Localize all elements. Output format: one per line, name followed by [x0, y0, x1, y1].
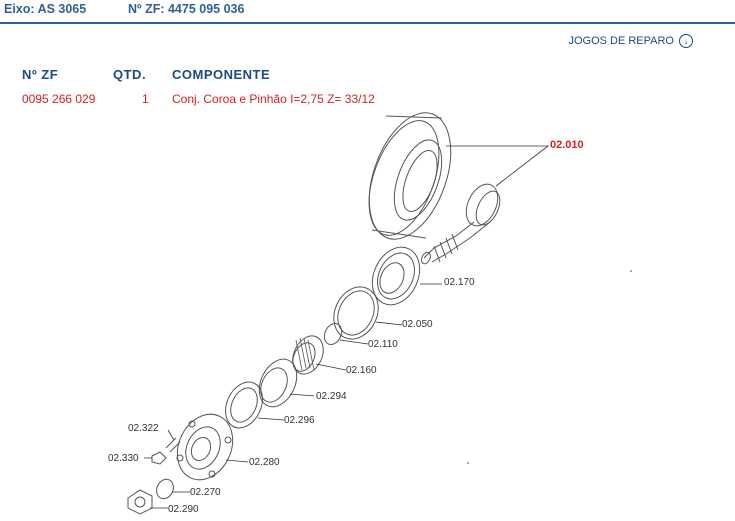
part-label-02-110[interactable]: 02.110: [368, 339, 398, 350]
nut-290-drawing: [127, 489, 153, 515]
part-label-02-280[interactable]: 02.280: [249, 457, 280, 468]
bearing-170-drawing: [371, 246, 421, 306]
part-label-02-010[interactable]: 02.010: [550, 139, 584, 151]
repair-kits-label: JOGOS DE REPARO: [568, 35, 674, 47]
arrow-down-circle-icon: ↓: [679, 34, 693, 48]
bolt-322-drawing: [165, 437, 181, 453]
column-header-zf: Nº ZF: [22, 67, 59, 82]
part-label-02-330[interactable]: 02.330: [108, 453, 139, 464]
part-label-02-290[interactable]: 02.290: [168, 504, 199, 515]
part-label-02-296[interactable]: 02.296: [284, 415, 315, 426]
component-cell[interactable]: Conj. Coroa e Pinhão I=2,75 Z= 33/12: [172, 92, 375, 106]
part-label-02-050[interactable]: 02.050: [402, 319, 433, 330]
ring-050-drawing: [333, 286, 379, 340]
seal-296-drawing: [225, 381, 263, 429]
bearing-160-drawing: [292, 335, 324, 375]
quantity-cell: 1: [142, 92, 149, 106]
washer-270-drawing: [156, 478, 174, 500]
zf-number-label: Nº ZF: 4475 095 036: [128, 2, 245, 16]
part-label-02-170[interactable]: 02.170: [444, 277, 475, 288]
header-divider: [0, 22, 735, 24]
cup-294-drawing: [258, 358, 298, 408]
repair-kits-link[interactable]: JOGOS DE REPARO ↓: [568, 34, 693, 48]
axle-label: Eixo: AS 3065: [4, 2, 87, 16]
part-number-cell[interactable]: 0095 266 029: [22, 92, 96, 106]
column-header-qty: QTD.: [113, 67, 147, 82]
part-label-02-270[interactable]: 02.270: [190, 487, 221, 498]
column-header-component: COMPONENTE: [172, 67, 271, 82]
part-label-02-322[interactable]: 02.322: [128, 423, 159, 434]
nut-330-drawing: [151, 451, 167, 465]
part-label-02-294[interactable]: 02.294: [316, 391, 347, 402]
part-label-02-160[interactable]: 02.160: [346, 365, 377, 376]
flange-280-drawing: [176, 413, 234, 481]
crown-gear-drawing: [368, 112, 452, 240]
pinion-drawing: [421, 183, 501, 265]
spacer-110-drawing: [323, 322, 343, 346]
